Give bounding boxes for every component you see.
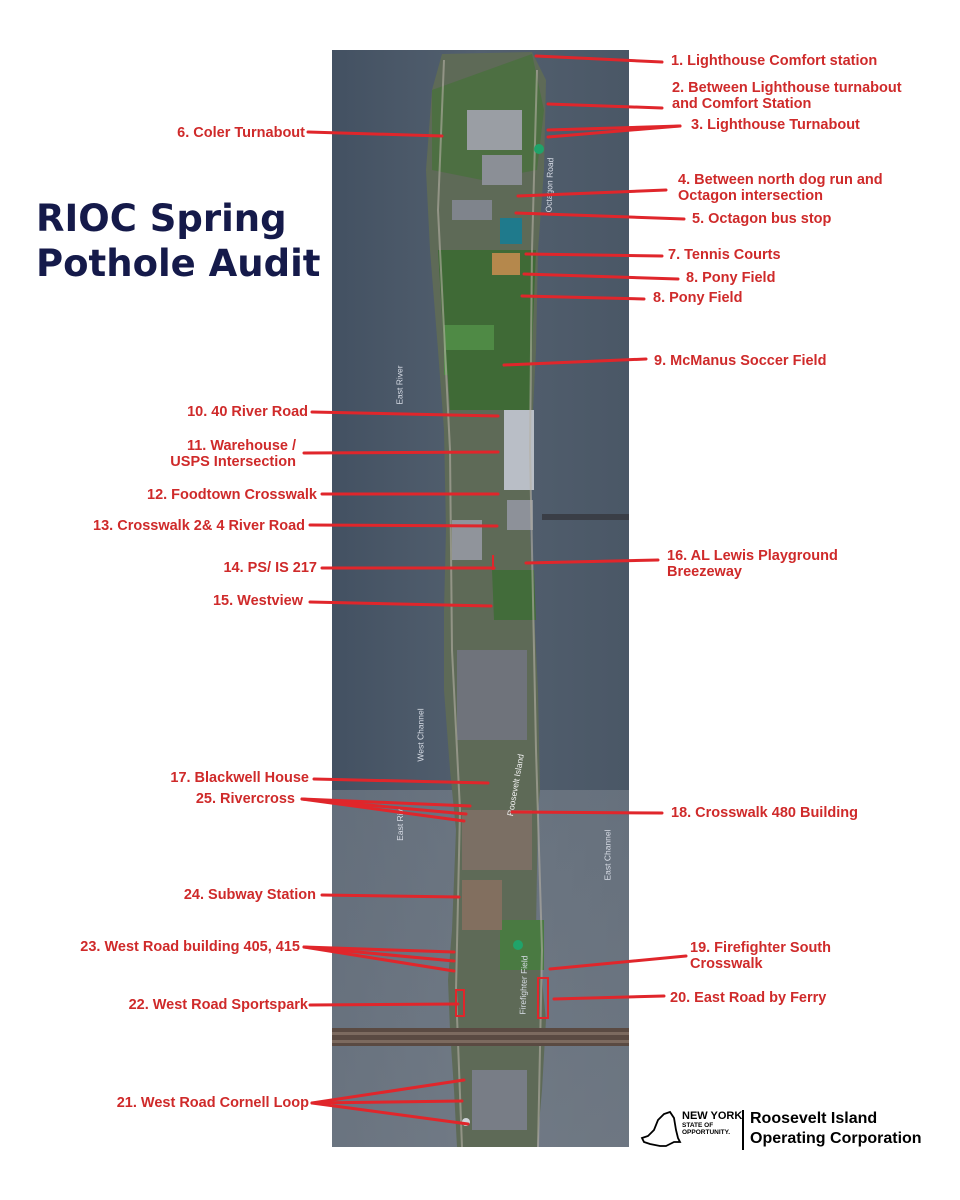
leader-line-15 <box>308 600 493 608</box>
label-4-line-2: Octagon intersection <box>678 188 824 204</box>
label-20-east-road-ferry: 20. East Road by Ferry <box>670 990 827 1006</box>
leader-line-10 <box>310 410 500 418</box>
label-15-westview: 15. Westview <box>212 593 303 609</box>
label-25-rivercross: 25. Rivercross <box>195 791 295 807</box>
leader-line-24 <box>320 893 461 899</box>
leader-line-5 <box>514 211 686 221</box>
label-4-line-1: 4. Between north dog run and <box>678 172 883 188</box>
label-24-subway-station: 24. Subway Station <box>183 887 316 903</box>
label-19-line-1: 19. Firefighter South <box>690 940 831 956</box>
leader-line-3b <box>546 124 682 139</box>
leader-line-22 <box>308 1002 460 1007</box>
map-title: RIOC Spring Pothole Audit <box>36 196 326 286</box>
leader-line-2 <box>546 102 664 110</box>
label-21-west-road-cornell-loop: 21. West Road Cornell Loop <box>116 1095 309 1111</box>
label-16-al-lewis-playground: 16. AL Lewis Playground Breezeway <box>667 548 838 580</box>
label-9-mcmanus-soccer-field: 9. McManus Soccer Field <box>654 353 827 369</box>
leader-line-13 <box>308 523 499 528</box>
leader-line-25c <box>300 797 466 823</box>
satellite-map[interactable]: East River West Channel East Channel Eas… <box>332 50 629 1147</box>
new-york-state-icon <box>640 1110 682 1147</box>
label-3-lighthouse-turnabout: 3. Lighthouse Turnabout <box>691 117 860 133</box>
ny-state-line-2: STATE OF <box>682 1122 714 1129</box>
leader-line-18 <box>510 810 664 815</box>
title-line-2: Pothole Audit <box>36 242 321 285</box>
label-11-line-1: 11. Warehouse / <box>186 438 296 454</box>
label-11-line-2: USPS Intersection <box>170 454 296 470</box>
leader-line-9 <box>502 357 648 367</box>
leader-line-21b <box>310 1099 464 1105</box>
label-5-octagon-bus-stop: 5. Octagon bus stop <box>692 211 832 227</box>
label-1-lighthouse-comfort-station: 1. Lighthouse Comfort station <box>671 53 878 69</box>
label-2-between-lighthouse-turnabout: 2. Between Lighthouse turnabout and Comf… <box>672 80 902 112</box>
leader-line-7 <box>524 252 664 258</box>
leader-line-23c <box>302 945 456 973</box>
org-name-line-1: Roosevelt Island <box>750 1110 878 1127</box>
ny-state-line-3: OPPORTUNITY. <box>682 1129 731 1136</box>
org-name: Roosevelt Island Operating Corporation <box>750 1109 922 1149</box>
logo-divider <box>742 1110 744 1150</box>
label-17-blackwell-house: 17. Blackwell House <box>170 770 309 786</box>
label-7-tennis-courts: 7. Tennis Courts <box>668 247 781 263</box>
leader-line-21a <box>310 1078 466 1105</box>
label-2-line-2: and Comfort Station <box>672 96 812 112</box>
label-10-40-river-road: 10. 40 River Road <box>187 404 308 420</box>
label-19-firefighter-south: 19. Firefighter South Crosswalk <box>690 940 831 972</box>
org-name-line-2: Operating Corporation <box>750 1130 922 1147</box>
label-19-line-2: Crosswalk <box>690 956 763 972</box>
label-6-coler-turnabout: 6. Coler Turnabout <box>177 125 305 141</box>
label-11-warehouse-usps: 11. Warehouse / USPS Intersection <box>170 438 296 470</box>
label-8-pony-field-a: 8. Pony Field <box>686 270 776 286</box>
map-image <box>332 50 629 1147</box>
rioc-logo: NEW YORK STATE OF OPPORTUNITY. Roosevelt… <box>640 1108 940 1156</box>
leader-line-16 <box>524 558 660 565</box>
label-16-line-2: Breezeway <box>667 564 742 580</box>
title-line-1: RIOC Spring <box>36 197 287 240</box>
label-8-pony-field-b: 8. Pony Field <box>653 290 743 306</box>
leader-line-6 <box>306 130 444 138</box>
leader-line-8b <box>520 294 646 301</box>
leader-line-1 <box>534 54 664 64</box>
ny-state-line-1: NEW YORK <box>682 1110 743 1122</box>
leader-line-23b <box>302 945 456 963</box>
label-23-west-road-405-415: 23. West Road building 405, 415 <box>80 939 300 955</box>
leader-line-8a <box>522 272 680 281</box>
label-2-line-1: 2. Between Lighthouse turnabout <box>672 80 902 96</box>
label-18-crosswalk-480: 18. Crosswalk 480 Building <box>671 805 858 821</box>
leader-line-19 <box>548 954 688 971</box>
leader-line-21c <box>310 1101 470 1126</box>
label-14-ps-is-217: 14. PS/ IS 217 <box>223 560 317 576</box>
leader-line-17 <box>312 777 490 785</box>
leader-line-4 <box>516 188 668 198</box>
label-22-west-road-sportspark: 22. West Road Sportspark <box>128 997 308 1013</box>
label-16-line-1: 16. AL Lewis Playground <box>667 548 838 564</box>
leader-line-11 <box>302 450 500 455</box>
leader-line-20 <box>552 994 666 1001</box>
label-4-north-dog-run: 4. Between north dog run and Octagon int… <box>678 172 883 204</box>
ny-state-wordmark: NEW YORK STATE OF OPPORTUNITY. <box>682 1110 743 1137</box>
label-13-crosswalk-river-road: 13. Crosswalk 2& 4 River Road <box>93 518 305 534</box>
label-12-foodtown-crosswalk: 12. Foodtown Crosswalk <box>147 487 317 503</box>
